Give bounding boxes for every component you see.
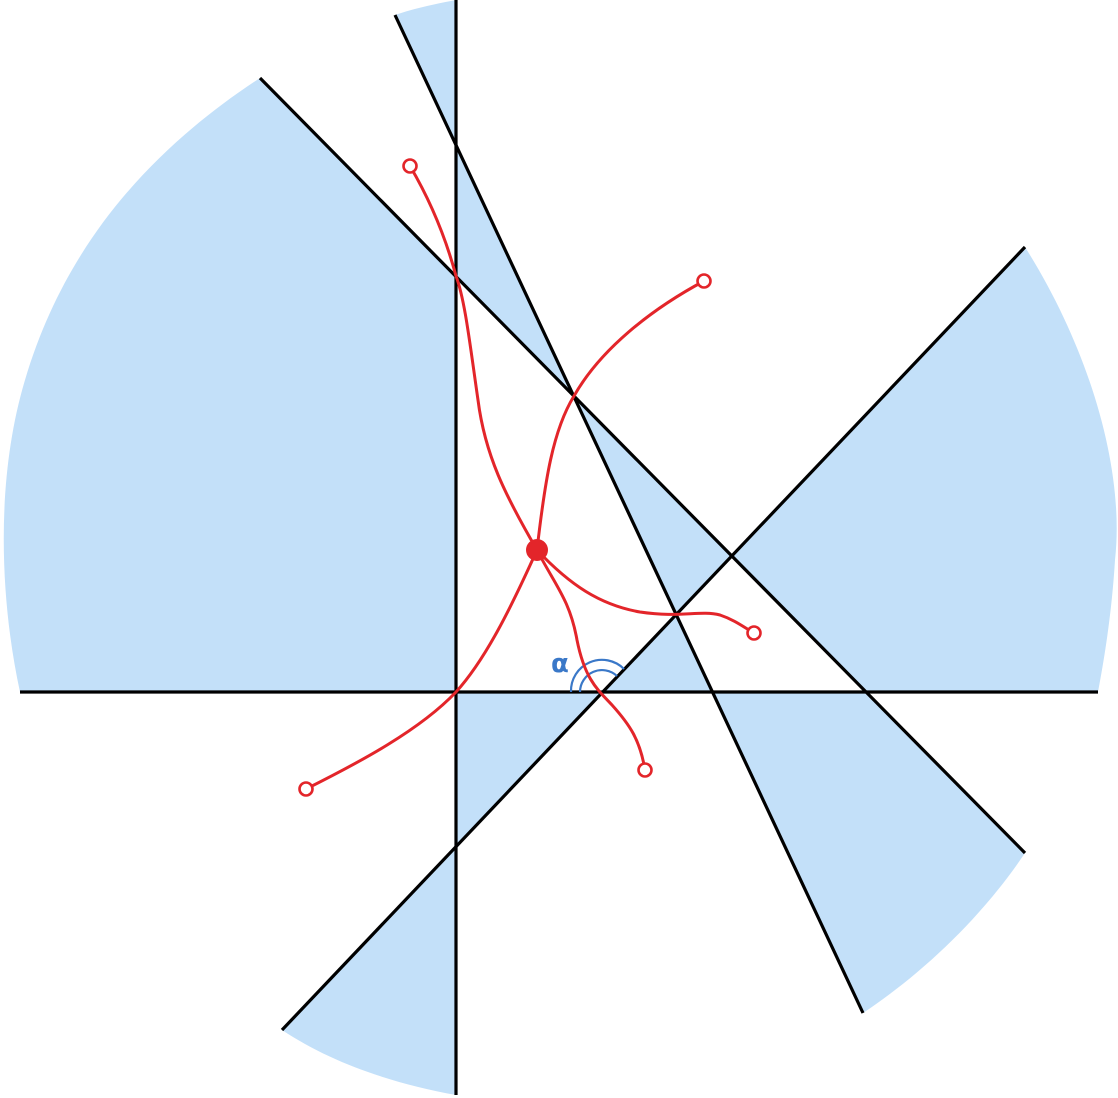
angle-arc-inner [578,669,618,693]
shaded-regions [3,0,1117,1095]
curve-to-right [535,548,755,635]
curve-to-bottom-left [305,549,539,791]
endpoint-right [746,625,762,641]
curve-to-bottom-right [535,549,647,771]
endpoint-bottom-right [637,762,653,778]
curve-endpoints [298,158,762,797]
black-lines [20,0,1098,1095]
steep-line [393,14,865,1014]
central-point [526,539,548,561]
shaded-region-lower-right [714,692,1025,1013]
endpoint-top-left [402,158,418,174]
curve-to-top-right [535,279,705,551]
angle-marker [569,658,625,693]
curve-to-top-left [408,165,539,551]
shaded-region-small-triangle [602,613,714,692]
red-curves [305,165,755,791]
ascending-diagonal-line [280,245,1027,1032]
shaded-region-right [732,247,1117,692]
endpoint-top-right [696,273,712,289]
shaded-region-left [3,78,456,692]
shaded-region-bottom [282,846,456,1095]
endpoint-bottom-left [298,781,314,797]
angle-arc-outer [569,658,625,693]
angle-label: α [551,649,569,679]
descending-diagonal-line [258,76,1027,855]
shaded-region-middle [574,396,732,613]
